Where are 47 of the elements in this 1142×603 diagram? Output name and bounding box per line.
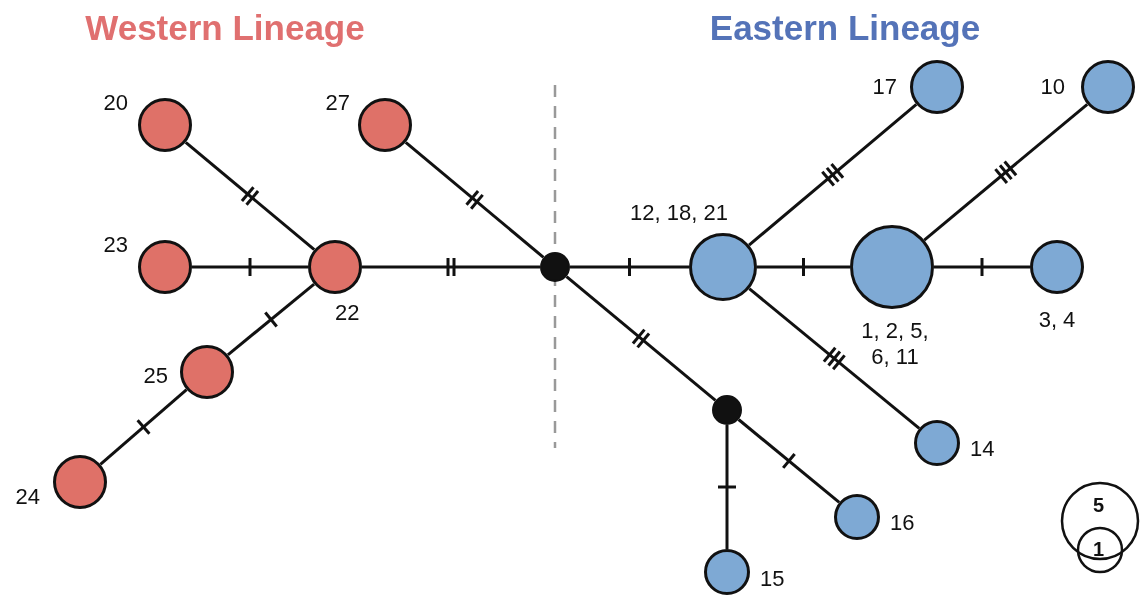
haplotype-circle [138,240,192,294]
connector-line [184,141,316,251]
haplotype-label: 15 [760,566,786,592]
haplotype-circle [914,420,960,466]
connector-line [725,425,729,549]
haplotype-label: 14 [970,436,996,462]
connector-line [192,265,308,269]
median-vector-dot [540,252,570,282]
connector-line [226,282,316,357]
haplotype-label: 3, 4 [1037,307,1077,333]
haplotype-circle [834,494,880,540]
connector-line [362,265,540,269]
lineage-heading: Eastern Lineage [709,8,981,48]
connector-line [570,265,689,269]
haplotype-label: 1, 2, 5, 6, 11 [860,318,930,370]
haplotype-circle [138,98,192,152]
connector-line [757,265,850,269]
connector-line [923,103,1089,242]
haplotype-circle [358,98,412,152]
legend-label: 1 [1093,537,1105,562]
connector-line [934,265,1030,269]
haplotype-circle [1030,240,1084,294]
connector-line [565,275,717,402]
haplotype-label: 27 [324,90,350,116]
connector-line [404,141,545,259]
median-vector-dot [712,395,742,425]
haplotype-label: 25 [142,363,168,389]
connector-line [748,287,921,430]
haplotype-label: 24 [14,484,40,510]
haplotype-circle [53,455,107,509]
haplotype-circle [704,549,750,595]
lineage-heading: Western Lineage [85,8,365,48]
haplotype-label: 10 [1039,74,1065,100]
connector-line [737,418,841,504]
haplotype-label: 23 [102,232,128,258]
haplotype-circle [910,60,964,114]
connector-line [99,388,188,466]
haplotype-label: 12, 18, 21 [630,200,729,226]
haplotype-label: 22 [335,300,361,326]
legend-label: 5 [1093,493,1105,518]
haplotype-label: 20 [102,90,128,116]
haplotype-circle [180,345,234,399]
haplotype-label: 17 [871,74,897,100]
connector-line [748,103,918,247]
haplotype-circle [1081,60,1135,114]
haplotype-circle [308,240,362,294]
haplotype-label: 16 [890,510,916,536]
